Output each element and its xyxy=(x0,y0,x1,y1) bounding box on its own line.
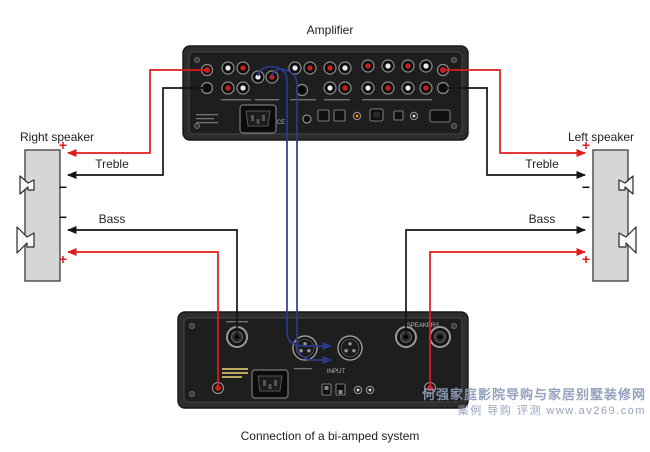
screw-icon xyxy=(451,57,457,63)
micro-label-dash xyxy=(196,122,218,124)
micro-label-dash xyxy=(196,118,214,120)
micro-label-dash xyxy=(362,99,432,101)
screw-icon xyxy=(194,123,200,129)
tweeter-icon xyxy=(618,175,634,195)
screw-icon xyxy=(189,323,195,329)
wire-left-speaker-treble-positive xyxy=(443,69,586,157)
micro-label-dash xyxy=(294,368,312,370)
treble-label-left-speaker: Treble xyxy=(525,157,559,171)
top-amplifier-panel: CE xyxy=(182,45,469,141)
speaker-terminal-right-2 xyxy=(429,326,451,348)
treble-minus-sign: − xyxy=(58,179,68,195)
bass-plus-sign: + xyxy=(581,251,591,267)
woofer-icon xyxy=(618,226,637,254)
treble-label-right-speaker: Treble xyxy=(95,157,129,171)
treble-plus-sign: + xyxy=(581,137,591,153)
screw-icon xyxy=(189,391,195,397)
left-speaker-cabinet xyxy=(592,149,637,282)
bass-minus-sign: − xyxy=(581,209,591,225)
treble-minus-sign: − xyxy=(581,179,591,195)
xlr-input-b xyxy=(337,335,363,361)
headphone-jack-hole xyxy=(300,88,304,92)
watermark-line-1: 何强家庭影院导购与家居别墅装修网 xyxy=(421,387,646,402)
bass-plus-sign: + xyxy=(58,251,68,267)
wire-left-speaker-treble-negative xyxy=(443,87,586,179)
caption: Connection of a bi-amped system xyxy=(240,429,420,443)
power-inlet xyxy=(251,369,289,399)
bass-label-right-speaker: Bass xyxy=(98,212,126,226)
micro-label-dash xyxy=(324,99,350,101)
network-port xyxy=(393,110,404,121)
micro-label-dash xyxy=(290,99,316,101)
link-in-jack xyxy=(365,385,375,395)
woofer-icon xyxy=(16,226,35,254)
screw-icon xyxy=(451,123,457,129)
link-out-jack xyxy=(353,385,363,395)
ce-mark: CE xyxy=(277,120,285,126)
pre-out-cable-1 xyxy=(257,65,332,350)
rca-jack-cluster-center xyxy=(288,61,317,97)
trigger-jack xyxy=(409,111,419,121)
wire-right-speaker-bass-negative xyxy=(67,226,238,334)
micro-label-dash xyxy=(255,99,279,101)
bass-label-left-speaker: Bass xyxy=(528,212,556,226)
voltage-selector xyxy=(302,114,312,124)
wire-right-speaker-treble-positive xyxy=(67,69,207,157)
power-inlet xyxy=(239,104,277,134)
wire-right-speaker-treble-negative xyxy=(67,87,207,179)
amplifier-label: Amplifier xyxy=(306,23,354,37)
digital-ports xyxy=(317,109,362,122)
usb-port xyxy=(369,108,384,122)
service-port xyxy=(429,109,451,123)
watermark-line-2: 案例 导购 评测 www.av269.com xyxy=(457,405,646,417)
tweeter-icon xyxy=(19,175,35,195)
wire-right-speaker-bass-positive xyxy=(67,248,219,386)
bass-minus-sign: − xyxy=(58,209,68,225)
screw-icon xyxy=(451,323,457,329)
screw-icon xyxy=(194,57,200,63)
right-speaker-label: Right speaker xyxy=(20,130,95,144)
mode-switches xyxy=(321,383,346,396)
pre-out-cable-2 xyxy=(271,68,332,364)
wire-left-speaker-bass-positive xyxy=(429,248,586,386)
micro-label-dash xyxy=(221,99,251,101)
treble-plus-sign: + xyxy=(58,137,68,153)
right-speaker-cabinet xyxy=(16,149,61,282)
left-speaker-label: Left speaker xyxy=(567,130,634,144)
pre-out-cables xyxy=(257,65,332,364)
speakers-micro-label: SPEAKERS xyxy=(407,323,439,329)
caution-label xyxy=(222,368,248,378)
micro-label-dash xyxy=(196,114,218,116)
input-micro-label: INPUT xyxy=(327,369,345,375)
wire-left-speaker-bass-negative xyxy=(405,226,586,334)
speaker-wires xyxy=(67,69,586,386)
